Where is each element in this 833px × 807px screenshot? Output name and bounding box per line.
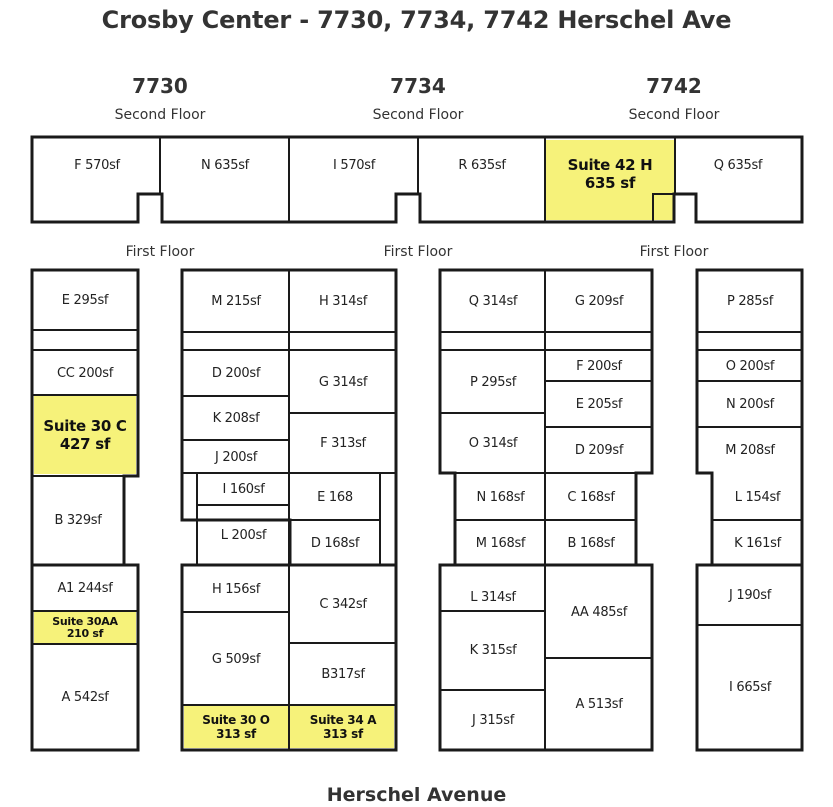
unit-7742-aa: AA 485sf [570,604,628,620]
unit-7742-o: O 314sf [468,436,518,451]
column-bc-walls [180,268,398,752]
unit-7742-e: E 205sf [575,397,623,412]
column-f-walls [695,268,804,752]
unit-2f-f: F 570sf [74,157,120,173]
first-floor-label-7730: First Floor [125,244,195,260]
unit-7734-g: G 509sf [211,651,261,667]
building-number-7734: 7734 [390,74,446,98]
unit-7742-k-right: K 161sf [734,535,781,551]
unit-7734-m: M 215sf [211,294,261,309]
unit-2f-r: R 635sf [458,157,506,173]
unit-7730-a1: A1 244sf [57,581,113,596]
unit-7742-m-right: M 208sf [725,443,775,458]
highlight-suite-34a [290,706,394,748]
unit-2f-n: N 635sf [201,157,249,173]
unit-7734-k: K 208sf [212,411,260,426]
second-floor-dividers [137,136,697,223]
unit-7734-l: L 200sf [220,527,267,543]
unit-7734-h: H 156sf [212,581,260,597]
highlight-suite-30aa [34,612,136,644]
unit-7742-f: F 200sf [576,358,622,374]
column-de-walls [438,268,654,752]
unit-7742-g: G 209sf [574,294,624,309]
column-a-walls [30,268,140,752]
building-number-7730: 7730 [132,74,188,98]
second-floor-label-7742: Second Floor [628,107,720,123]
unit-7734-h-right: H 314sf [319,294,367,309]
unit-7742-j-right: J 190sf [728,588,772,603]
page-title: Crosby Center - 7730, 7734, 7742 Hersche… [101,6,732,34]
second-floor-label-7730: Second Floor [114,107,206,123]
unit-7742-l-right: L 154sf [734,489,781,505]
unit-7730-cc: CC 200sf [56,365,114,381]
unit-7742-c: C 168sf [567,489,615,505]
unit-7730-a: A 542sf [61,689,109,705]
street-label: Herschel Avenue [326,784,507,806]
unit-7730-e: E 295sf [61,293,109,308]
unit-7742-n: N 168sf [476,489,525,505]
highlight-suite-30o [184,706,288,748]
unit-7742-m: M 168sf [475,535,526,551]
unit-7734-e: E 168 [317,489,353,505]
building-number-7742: 7742 [646,74,702,98]
unit-7742-p-right: P 285sf [726,294,774,309]
highlight-suite-30c [34,396,136,474]
unit-2f-q: Q 635sf [713,157,763,173]
unit-7742-d: D 209sf [574,443,624,458]
unit-7734-j: J 200sf [214,449,258,465]
unit-7742-i-right: I 665sf [728,680,772,695]
second-floor-label-7734: Second Floor [372,107,464,123]
unit-7734-g-right: G 314sf [318,374,368,390]
unit-7742-k: K 315sf [469,643,517,658]
unit-7734-f: F 313sf [320,436,366,451]
unit-2f-i: I 570sf [332,157,376,173]
unit-7742-q: Q 314sf [468,294,518,309]
unit-7742-a: A 513sf [575,696,623,712]
unit-7734-b: B317sf [321,667,365,682]
first-floor-label-7734: First Floor [383,244,453,260]
first-floor-label-7742: First Floor [639,244,709,260]
unit-7742-b: B 168sf [567,535,615,551]
unit-7742-p: P 295sf [469,374,517,390]
unit-7734-c: C 342sf [319,597,367,612]
unit-7742-j: J 315sf [471,712,515,728]
unit-7742-o-right: O 200sf [725,358,775,374]
highlight-fills [34,140,674,748]
unit-7730-b: B 329sf [54,513,102,528]
unit-7734-d: D 200sf [211,366,261,381]
unit-7742-l: L 314sf [470,589,516,605]
unit-7734-i: I 160sf [222,482,265,497]
unit-7734-d-right: D 168sf [310,535,360,551]
unit-7742-n-right: N 200sf [726,397,774,412]
